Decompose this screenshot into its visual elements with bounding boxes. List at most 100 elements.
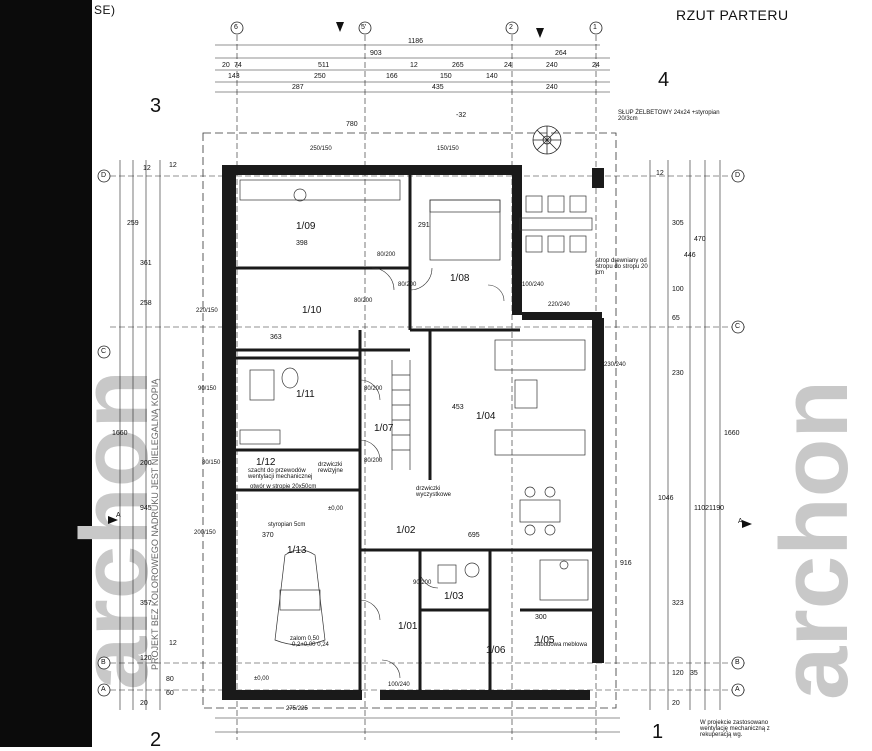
- dim-top: 166: [386, 73, 398, 80]
- room-label: 1/09: [296, 221, 316, 232]
- axis-top-6: 6: [234, 24, 238, 31]
- dim-top: 903: [370, 50, 382, 57]
- dim-left: 259: [127, 220, 139, 227]
- note-column: SŁUP ŻELBETOWY 24x24 +styropian 20/3cm: [618, 110, 720, 122]
- dim-left: 200: [140, 460, 152, 467]
- door-code: 230/240: [604, 362, 626, 368]
- dim-top: 24: [504, 62, 512, 69]
- dim-left: 12: [143, 165, 151, 172]
- note-ceiling: strop drewniany od stropu do stropu 20 c…: [596, 258, 648, 276]
- room-width: 453: [452, 404, 464, 411]
- dim-top: 240: [546, 62, 558, 69]
- section-mark-left: A: [116, 512, 121, 519]
- axis-top-5: 5': [361, 24, 367, 31]
- dim-right: 1102: [694, 505, 710, 512]
- note-floor-level: ±0,00: [328, 506, 343, 512]
- axis-left-b: B: [101, 659, 106, 666]
- axis-top-1: 1: [593, 24, 597, 31]
- dim-top: 287: [292, 84, 304, 91]
- dim-top: 143: [228, 73, 240, 80]
- dim-left: 361: [140, 260, 152, 267]
- quadrant-1: 1: [652, 721, 664, 743]
- note-duct: szacht do przewodów wentylacji mechanicz…: [248, 468, 313, 480]
- note-floor-level-2: ±0,00: [254, 676, 269, 682]
- room-label: 1/10: [302, 305, 322, 316]
- note-garage: zalom 0,50 -0,2+0,00 0,24: [290, 636, 329, 648]
- dim-top: 435: [432, 84, 444, 91]
- dim-left: 1660: [112, 430, 128, 437]
- section-markers: [108, 22, 752, 528]
- dim-left: 120: [140, 655, 152, 662]
- dim-top: 140: [486, 73, 498, 80]
- dim-top: 264: [555, 50, 567, 57]
- dim-top: 511: [318, 62, 330, 69]
- dim-right: 230: [672, 370, 684, 377]
- room-width: 398: [296, 240, 308, 247]
- room-width: 370: [262, 532, 274, 539]
- room-label: 1/04: [476, 411, 496, 422]
- axis-right-a: A: [735, 686, 740, 693]
- door-code: 100/240: [388, 682, 410, 688]
- dim-top: 240: [546, 84, 558, 91]
- door-code: 200/150: [194, 530, 216, 536]
- door-code: 80/200: [364, 386, 383, 392]
- dim-right: 446: [684, 252, 696, 259]
- dim-top: 12: [410, 62, 418, 69]
- room-label: 1/05: [535, 635, 555, 646]
- dim-right: 100: [672, 286, 684, 293]
- axis-right-c: C: [735, 323, 741, 330]
- dim-right: 470: [694, 236, 706, 243]
- roof-outline: [202, 132, 617, 709]
- room-label: 1/08: [450, 273, 470, 284]
- note-styrofoam: styropian 5cm: [268, 522, 306, 528]
- quadrant-3: 3: [150, 95, 162, 117]
- dim-right: 12: [656, 170, 664, 177]
- door-code: 80/150: [202, 460, 221, 466]
- room-label: 1/13: [287, 545, 307, 556]
- door-code: 90/200: [413, 580, 432, 586]
- door-code: 80/200: [354, 298, 373, 304]
- dim-right: 916: [620, 560, 632, 567]
- room-label: 1/11: [296, 389, 315, 400]
- room-label: 1/02: [396, 525, 416, 536]
- note-ventilation: W projekcie zastosowano wentylację mecha…: [700, 720, 770, 738]
- dim-top: 780: [346, 121, 358, 128]
- interior-walls: [236, 175, 600, 690]
- door-code: 80/200: [398, 282, 417, 288]
- door-code: 220/150: [196, 308, 218, 314]
- dim-left: 258: [140, 300, 152, 307]
- room-label: 1/03: [444, 591, 464, 602]
- dim-top: 20: [222, 62, 230, 69]
- dim-top: 265: [452, 62, 464, 69]
- exterior-walls: [222, 165, 604, 700]
- left-dark-margin: [0, 0, 92, 747]
- axis-bubbles: [97, 21, 745, 697]
- axis-left-d: D: [101, 172, 107, 179]
- dim-left: 60: [166, 690, 174, 697]
- plan-title: RZUT PARTERU: [676, 7, 789, 23]
- note-shaft: otwór w stropie 20x50cm: [250, 484, 317, 490]
- dim-top: 74: [234, 62, 242, 69]
- dim-right: 65: [672, 315, 680, 322]
- dim-left: 945: [140, 505, 152, 512]
- dim-top: 250: [314, 73, 326, 80]
- door-code: 100/240: [522, 282, 544, 288]
- dim-left: 357: [140, 600, 152, 607]
- axis-right-b: B: [735, 659, 740, 666]
- room-label: 1/12: [256, 457, 276, 468]
- dim-right: 305: [672, 220, 684, 227]
- dim-right: 35: [690, 670, 698, 677]
- room-width: 363: [270, 334, 282, 341]
- door-code: 220/240: [548, 302, 570, 308]
- dim-left: 20: [140, 700, 148, 707]
- door-code: 275/225: [286, 706, 308, 712]
- room-label: 1/01: [398, 621, 418, 632]
- dim-right: 323: [672, 600, 684, 607]
- dim-top: 150: [440, 73, 452, 80]
- dim-top: 24: [592, 62, 600, 69]
- door-code: 150/150: [437, 146, 459, 152]
- dim-top: 1186: [408, 38, 424, 45]
- corner-fragment: SE): [94, 3, 116, 17]
